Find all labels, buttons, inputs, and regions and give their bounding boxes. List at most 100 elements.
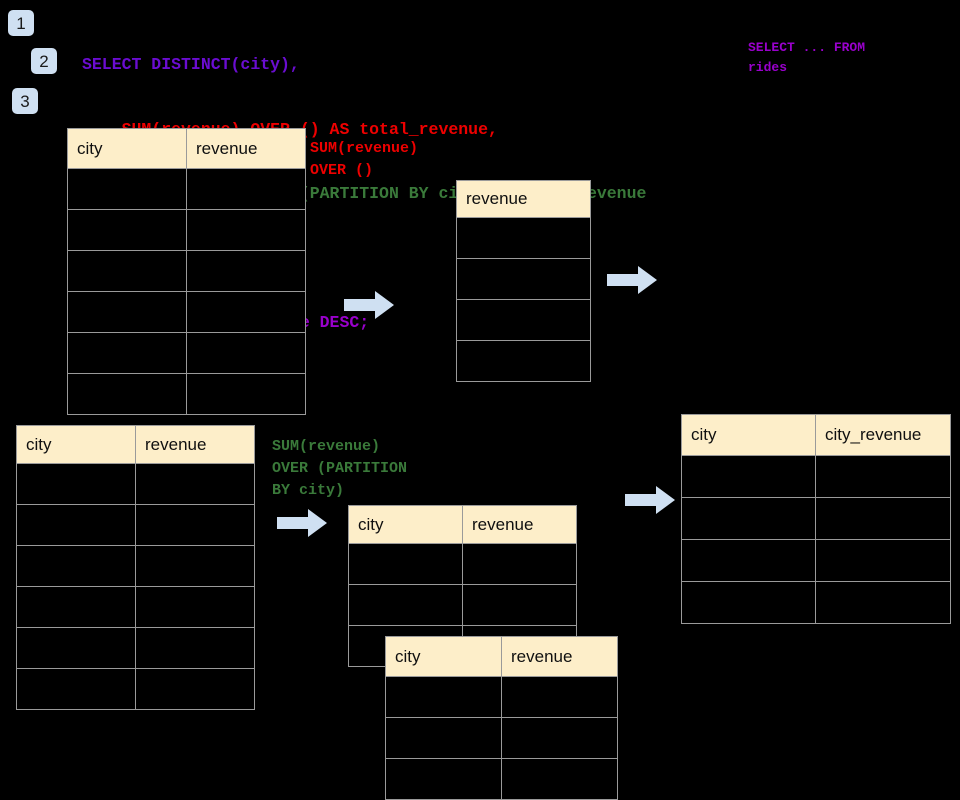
table-cell xyxy=(135,463,255,505)
step-badge-2: 2 xyxy=(31,48,57,74)
table-row xyxy=(385,676,618,718)
table-cell xyxy=(186,373,306,415)
table-cell xyxy=(67,209,187,251)
annotation-sum-over-empty: SUM(revenue) OVER () xyxy=(310,140,419,179)
table-cell xyxy=(186,168,306,210)
table-cell xyxy=(681,497,816,540)
table-row xyxy=(16,463,255,505)
table-cell xyxy=(681,539,816,582)
table-cell xyxy=(815,455,951,498)
table-row xyxy=(16,586,255,628)
table-row xyxy=(681,497,951,540)
column-header-revenue: revenue xyxy=(501,636,618,677)
table-cell xyxy=(186,291,306,333)
table-cell xyxy=(501,676,618,718)
arrow-source2-to-groups xyxy=(277,508,327,538)
table-cell xyxy=(16,668,136,710)
table-row xyxy=(67,168,306,210)
sql-line-select: SELECT DISTINCT(city), xyxy=(82,55,300,74)
table-row xyxy=(16,504,255,546)
annotation-sum-over-partition: SUM(revenue) OVER (PARTITION BY city) xyxy=(272,438,408,499)
table-cell xyxy=(456,217,591,259)
column-header-city: city xyxy=(385,636,502,677)
arrow-groups-to-result xyxy=(625,485,675,515)
step-badge-2-label: 2 xyxy=(39,51,49,71)
total-revenue-table: revenue xyxy=(456,180,591,382)
table-row xyxy=(348,584,577,626)
table-cell xyxy=(385,717,502,759)
table-row xyxy=(67,291,306,333)
table-row xyxy=(681,539,951,582)
table-cell xyxy=(815,539,951,582)
table-row xyxy=(16,545,255,587)
table-cell xyxy=(385,676,502,718)
table-cell xyxy=(815,497,951,540)
table-cell xyxy=(135,586,255,628)
table-row xyxy=(456,258,591,300)
table-row xyxy=(67,209,306,251)
table-row xyxy=(67,250,306,292)
column-header-revenue: revenue xyxy=(456,180,591,218)
step-badge-1: 1 xyxy=(8,10,34,36)
table-cell xyxy=(135,504,255,546)
table-cell xyxy=(16,504,136,546)
table-row xyxy=(456,217,591,259)
table-cell xyxy=(501,717,618,759)
table-row xyxy=(16,627,255,669)
side-note-select-from-rides: SELECT ... FROM rides xyxy=(748,40,866,75)
step-badge-3: 3 xyxy=(12,88,38,114)
table-cell xyxy=(186,332,306,374)
table-row xyxy=(348,543,577,585)
table-row xyxy=(385,717,618,759)
table-cell xyxy=(135,545,255,587)
table-cell xyxy=(501,758,618,800)
table-row xyxy=(67,332,306,374)
table-cell xyxy=(385,758,502,800)
column-header-city: city xyxy=(681,414,816,456)
step-badge-1-label: 1 xyxy=(16,13,26,33)
column-header-revenue: revenue xyxy=(186,128,306,169)
step-badge-3-label: 3 xyxy=(20,91,30,111)
table-cell xyxy=(348,543,463,585)
table-cell xyxy=(67,373,187,415)
table-cell xyxy=(186,250,306,292)
table-cell xyxy=(67,332,187,374)
table-cell xyxy=(135,627,255,669)
table-cell xyxy=(16,463,136,505)
table-row xyxy=(456,340,591,382)
table-cell xyxy=(681,455,816,498)
arrow-source-to-total xyxy=(344,290,394,320)
arrow-total-to-result xyxy=(607,265,657,295)
table-cell xyxy=(348,584,463,626)
table-cell xyxy=(16,586,136,628)
column-header-city-revenue: city_revenue xyxy=(815,414,951,456)
column-header-city: city xyxy=(16,425,136,464)
table-row xyxy=(456,299,591,341)
table-cell xyxy=(462,584,577,626)
table-row xyxy=(681,581,951,624)
table-cell xyxy=(67,168,187,210)
table-row xyxy=(67,373,306,415)
table-row xyxy=(681,455,951,498)
column-header-city: city xyxy=(348,505,463,544)
table-cell xyxy=(67,250,187,292)
table-cell xyxy=(16,545,136,587)
table-cell xyxy=(681,581,816,624)
table-cell xyxy=(456,299,591,341)
column-header-revenue: revenue xyxy=(462,505,577,544)
table-cell xyxy=(456,258,591,300)
table-cell xyxy=(456,340,591,382)
table-cell xyxy=(16,627,136,669)
table-row xyxy=(16,668,255,710)
column-header-revenue: revenue xyxy=(135,425,255,464)
table-cell xyxy=(67,291,187,333)
